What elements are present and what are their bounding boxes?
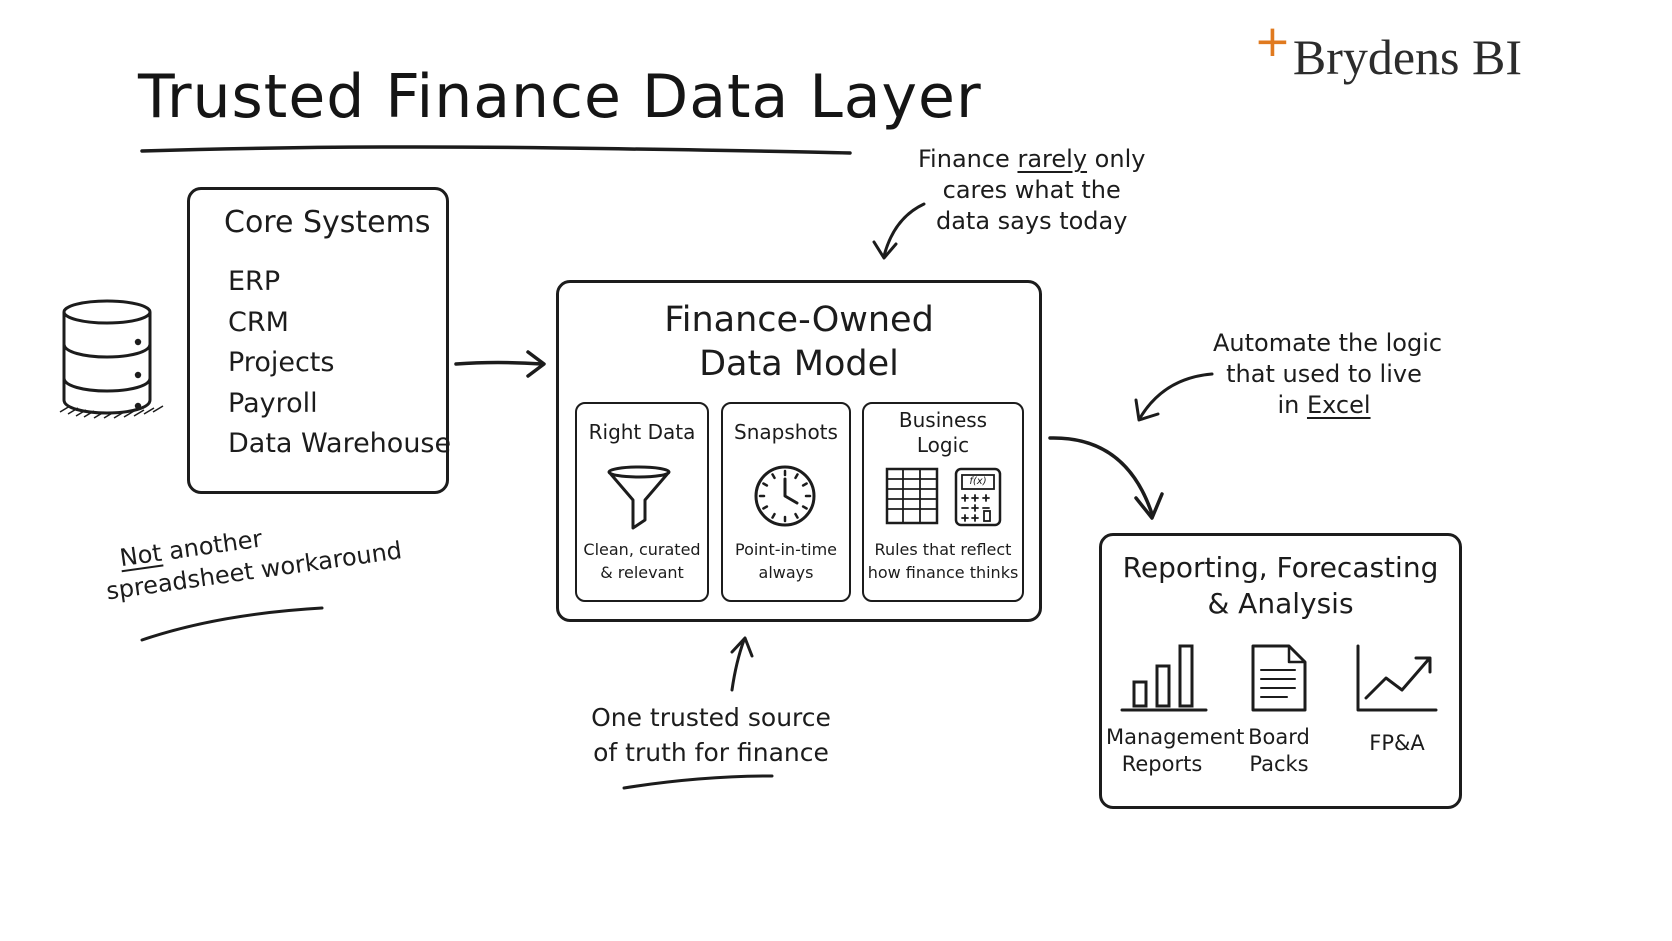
snapshots-panel bbox=[721, 402, 851, 602]
note-today-line1: Finance rarely only bbox=[918, 144, 1145, 175]
document-icon bbox=[1251, 644, 1307, 712]
right-data-caption: Clean, curated & relevant bbox=[575, 538, 709, 584]
arrow-note-truth bbox=[730, 636, 754, 692]
page-title: Trusted Finance Data Layer bbox=[138, 62, 982, 132]
right-data-title: Right Data bbox=[588, 420, 696, 444]
bar-chart-icon bbox=[1120, 644, 1208, 712]
note-truth-underline bbox=[622, 774, 774, 790]
snapshots-title: Snapshots bbox=[734, 420, 838, 444]
calculator-fx-label: f(x) bbox=[969, 476, 987, 487]
note-truth-line1: One trusted source bbox=[591, 703, 831, 732]
snapshots-caption-line2: always bbox=[758, 563, 814, 582]
logo-plus-icon: + bbox=[1253, 16, 1291, 67]
data-model-title-line1: Finance-Owned bbox=[664, 300, 934, 340]
arrow-note-excel bbox=[1134, 372, 1214, 422]
business-logic-title-line2: Logic bbox=[916, 433, 970, 457]
arrow-note-today bbox=[872, 202, 926, 260]
note-today-emphasis: rarely bbox=[1017, 145, 1088, 173]
right-data-caption-line1: Clean, curated bbox=[583, 540, 701, 559]
business-logic-caption: Rules that reflect how finance thinks bbox=[862, 538, 1024, 584]
report-item-board-packs: Board Packs bbox=[1226, 724, 1332, 778]
snapshots-caption-line1: Point-in-time bbox=[734, 540, 837, 559]
note-spreadsheet-emphasis: Not bbox=[117, 538, 164, 573]
note-excel-line3: in Excel bbox=[1213, 390, 1435, 421]
brand-logo: +Brydens BI bbox=[1254, 16, 1522, 86]
funnel-icon bbox=[607, 465, 671, 530]
data-model-title: Finance-Owned Data Model bbox=[556, 298, 1042, 386]
snapshots-caption: Point-in-time always bbox=[721, 538, 851, 584]
report-item-management-line2: Reports bbox=[1121, 752, 1203, 776]
core-systems-list: ERP CRM Projects Payroll Data Warehouse bbox=[228, 262, 451, 465]
core-systems-box bbox=[187, 187, 449, 494]
business-logic-title-line1: Business bbox=[898, 408, 988, 432]
list-item: ERP bbox=[228, 266, 281, 297]
right-data-caption-line2: & relevant bbox=[600, 563, 684, 582]
list-item: Projects bbox=[228, 347, 335, 378]
title-underline bbox=[140, 145, 852, 155]
list-item: CRM bbox=[228, 306, 289, 338]
calculator-icon: f(x) bbox=[954, 467, 1002, 527]
reporting-title-line1: Reporting, Forecasting bbox=[1122, 551, 1439, 584]
report-item-fpa: FP&A bbox=[1346, 730, 1448, 757]
database-icon bbox=[59, 299, 164, 419]
business-logic-caption-line1: Rules that reflect bbox=[874, 540, 1012, 559]
clock-icon bbox=[754, 465, 816, 527]
report-item-fpa-line1: FP&A bbox=[1369, 731, 1425, 755]
reporting-title: Reporting, Forecasting & Analysis bbox=[1099, 550, 1462, 622]
note-spreadsheet: Not another spreadsheet workaround bbox=[100, 505, 404, 608]
arrow-core-to-model bbox=[454, 350, 546, 378]
right-data-panel bbox=[575, 402, 709, 602]
report-item-board-packs-line1: Board bbox=[1248, 725, 1310, 749]
spreadsheet-icon bbox=[885, 467, 939, 525]
report-item-board-packs-line2: Packs bbox=[1249, 752, 1309, 776]
note-excel-word-in: in bbox=[1277, 391, 1300, 419]
arrow-model-to-reporting bbox=[1048, 436, 1164, 520]
report-item-management-line1: Management bbox=[1106, 725, 1245, 749]
business-logic-title: Business Logic bbox=[862, 408, 1024, 458]
note-today-line3: data says today bbox=[935, 207, 1128, 235]
note-truth: One trusted source of truth for finance bbox=[580, 700, 842, 770]
list-item: Payroll bbox=[228, 387, 318, 419]
reporting-title-line2: & Analysis bbox=[1207, 587, 1354, 620]
note-excel: Automate the logic that used to live in … bbox=[1213, 328, 1443, 421]
note-excel-line2: that used to live bbox=[1226, 360, 1422, 388]
note-truth-line2: of truth for finance bbox=[593, 738, 829, 767]
business-logic-caption-line2: how finance thinks bbox=[867, 563, 1019, 582]
list-item: Data Warehouse bbox=[228, 428, 452, 459]
core-systems-title: Core Systems bbox=[224, 205, 431, 240]
data-model-title-line2: Data Model bbox=[699, 344, 899, 384]
note-today-word3: only bbox=[1094, 145, 1146, 173]
line-chart-icon bbox=[1356, 644, 1438, 712]
report-item-management: Management Reports bbox=[1106, 724, 1245, 778]
note-today-line2: cares what the bbox=[942, 176, 1121, 204]
note-excel-line1: Automate the logic bbox=[1213, 329, 1443, 357]
logo-text: Brydens BI bbox=[1292, 29, 1522, 85]
note-today-word1: Finance bbox=[918, 145, 1010, 173]
note-spreadsheet-underline bbox=[140, 606, 324, 642]
note-excel-emphasis: Excel bbox=[1306, 391, 1371, 419]
note-today: Finance rarely only cares what the data … bbox=[918, 144, 1145, 237]
